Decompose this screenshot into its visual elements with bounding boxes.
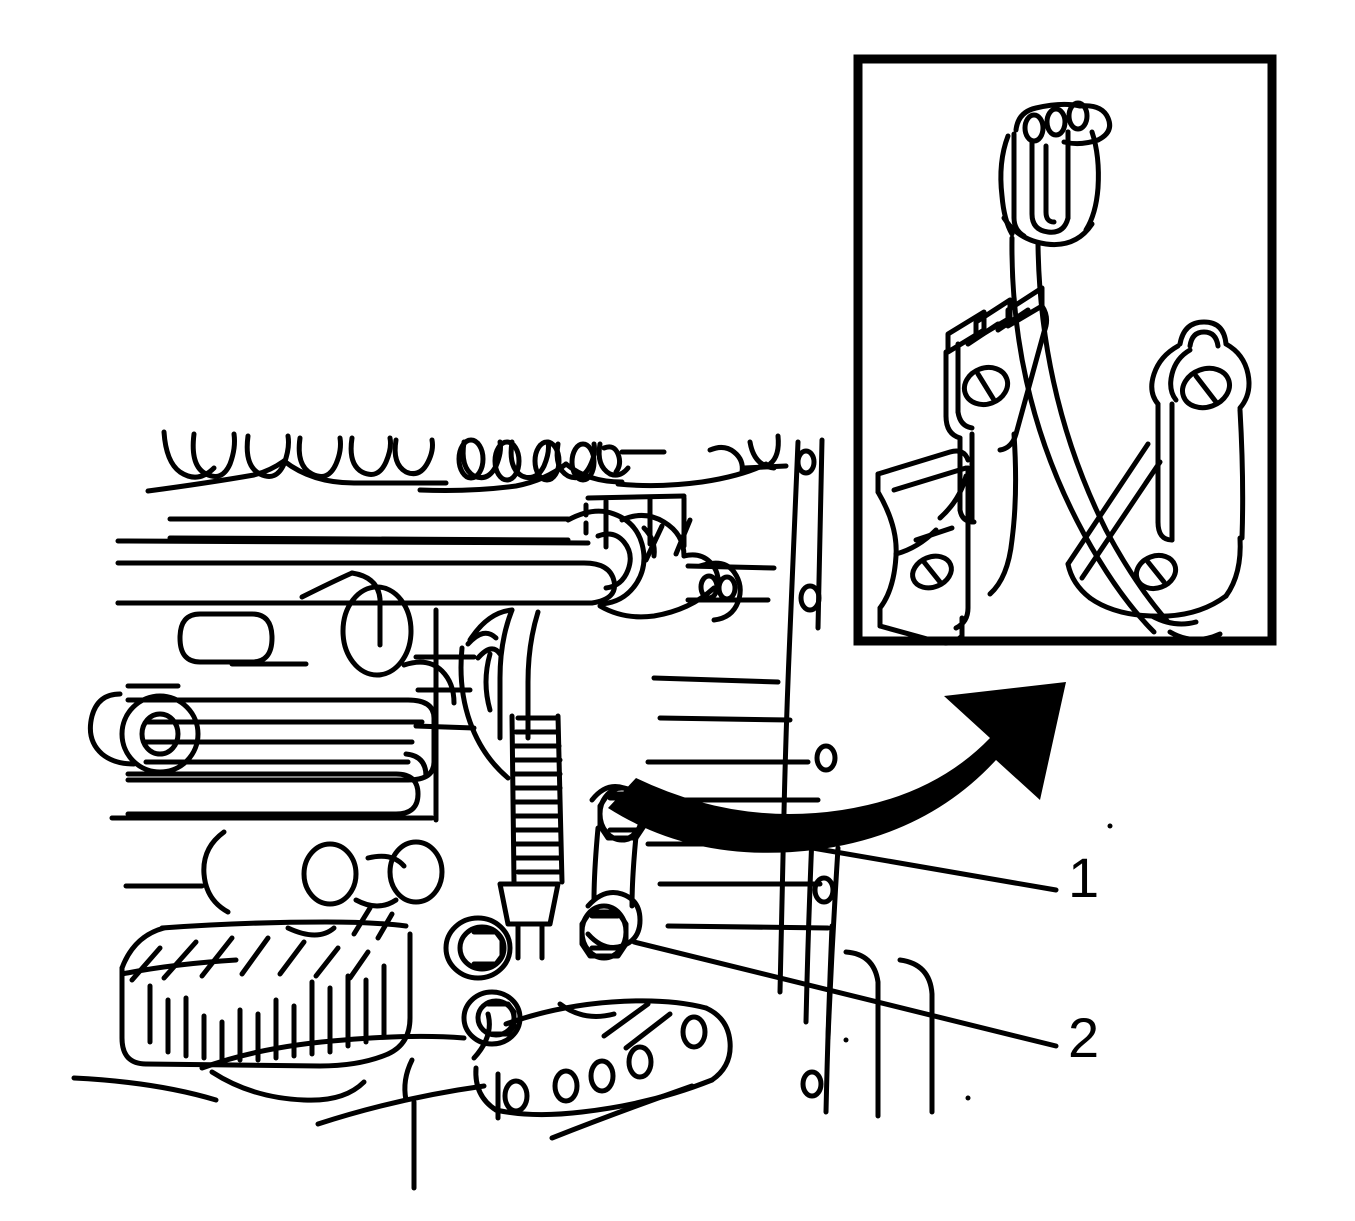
mounting-shelf [71, 1033, 487, 1191]
support-bracket-right [1065, 319, 1252, 619]
inset-border [853, 54, 1277, 646]
background-panel-lines [843, 949, 971, 1119]
shift-cable-bracket [875, 285, 1050, 646]
upper-housing-contour [145, 444, 789, 494]
transmission-assembly-view [71, 429, 1113, 1191]
valve-body-housing [87, 570, 477, 823]
shift-selector-shaft [115, 560, 618, 606]
pivot-bolt-upper [443, 915, 513, 981]
clevis-lever-arm [998, 100, 1223, 642]
threaded-adjuster-rod [458, 607, 541, 781]
callout-label-2: 2 [1068, 1006, 1100, 1069]
selector-lever-head [565, 508, 743, 623]
leader-line-1 [647, 817, 1059, 893]
lower-flange-bolt [579, 903, 629, 961]
lower-housing-contour [109, 815, 445, 915]
cover-hole-row [456, 437, 667, 483]
mounting-bracket-flange [471, 998, 733, 1141]
callout-label-1: 1 [1068, 846, 1100, 909]
rubber-boot-bellows [509, 713, 565, 885]
wiring-loop-bundle [161, 429, 631, 481]
leader-line-2 [631, 939, 1059, 1049]
rod-end-nut [497, 881, 561, 961]
